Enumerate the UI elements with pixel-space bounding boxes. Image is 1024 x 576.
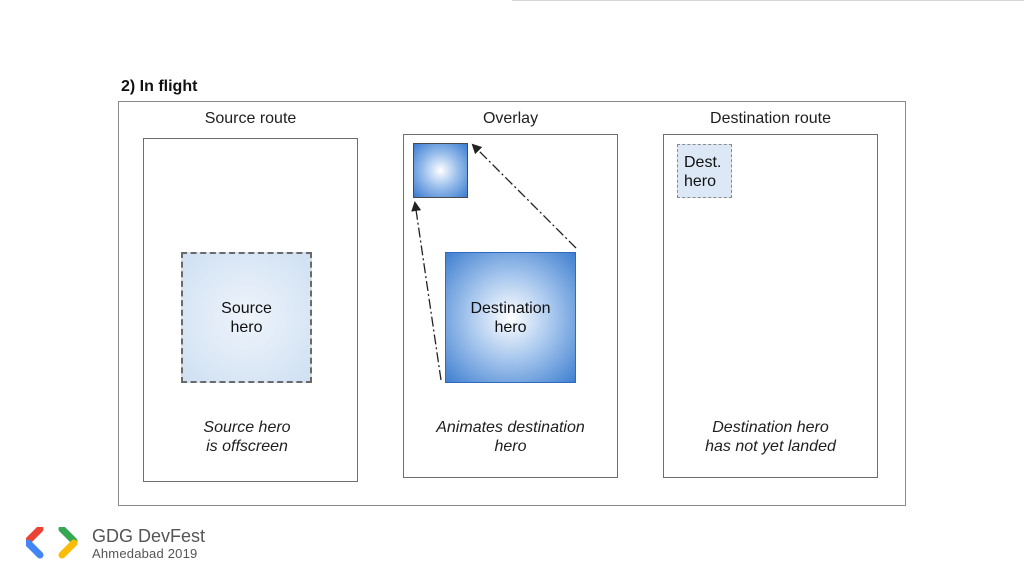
source-caption: Source hero is offscreen: [143, 418, 351, 456]
logo-title: GDG DevFest: [92, 526, 206, 546]
source-caption-line2: is offscreen: [206, 438, 288, 455]
source-hero-box: Source hero: [181, 252, 312, 383]
overlay-caption: Animates destination hero: [403, 418, 618, 456]
destination-caption-line2: has not yet landed: [705, 438, 836, 455]
destination-caption-line1: Destination hero: [712, 419, 829, 436]
source-hero-label-line2: hero: [230, 318, 263, 336]
diagram-heading: 2) In flight: [121, 78, 198, 95]
overlay-hero-label-line1: Destination: [470, 299, 551, 317]
column-title-overlay: Overlay: [482, 110, 539, 127]
logo-subtitle: Ahmedabad 2019: [92, 546, 198, 561]
destination-hero-label-line2: hero: [684, 173, 717, 190]
top-divider: [512, 0, 1024, 1]
source-hero-label-line1: Source: [221, 299, 272, 317]
left-arrow: [411, 201, 442, 381]
overlay-caption-line2: hero: [494, 438, 527, 455]
column-title-source: Source route: [204, 110, 297, 127]
destination-hero-label-line1: Dest.: [684, 154, 722, 171]
source-caption-line1: Source hero: [203, 419, 291, 436]
gdg-logo-icon: [26, 527, 78, 559]
column-title-destination: Destination route: [710, 110, 831, 127]
overlay-hero-label-line2: hero: [494, 318, 527, 336]
right-arrow: [471, 143, 577, 249]
overlay-caption-line1: Animates destination: [436, 419, 585, 436]
overlay-destination-hero-box: Destination hero: [445, 252, 576, 383]
destination-hero-box: Dest. hero: [677, 144, 732, 198]
destination-caption: Destination hero has not yet landed: [663, 418, 878, 456]
diagram-frame: [118, 101, 906, 506]
overlay-small-hero-box: [413, 143, 468, 198]
